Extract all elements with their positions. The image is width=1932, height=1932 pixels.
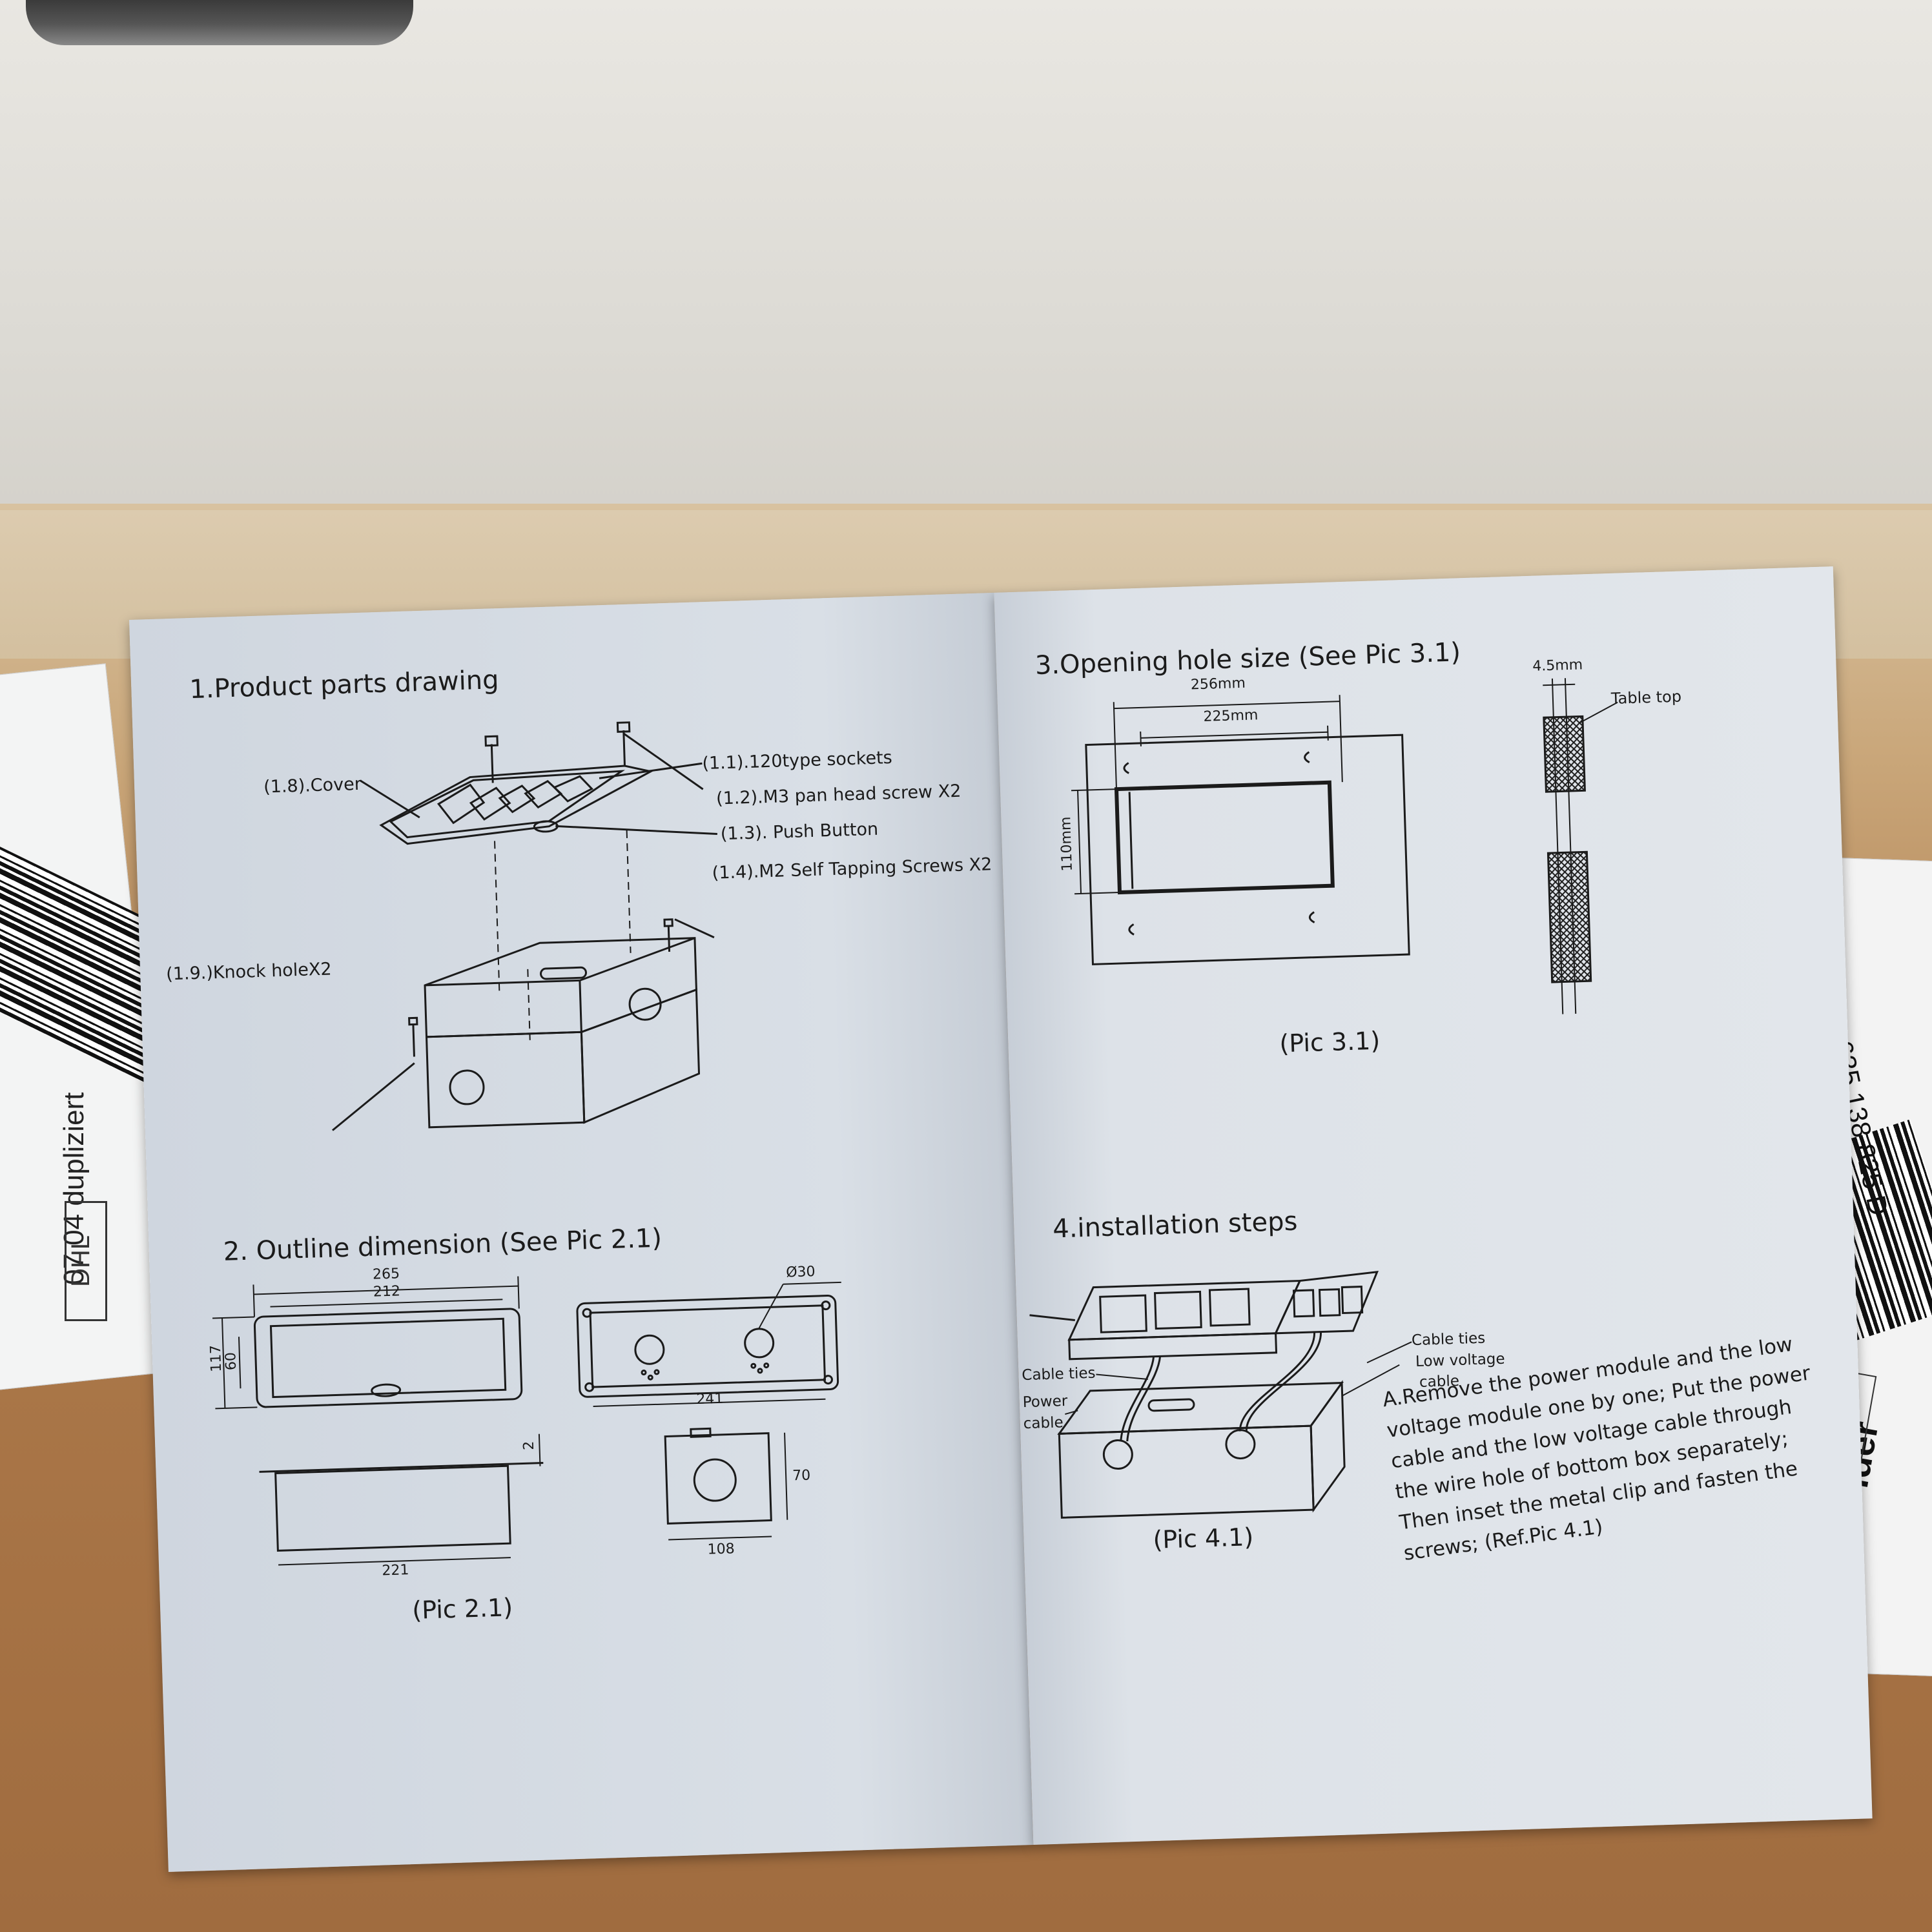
product-parts-drawing (332, 721, 717, 1131)
dim-108: 108 (707, 1541, 735, 1558)
dim-212: 212 (373, 1283, 401, 1300)
dim-117: 117 (207, 1344, 225, 1373)
dim-60: 60 (223, 1351, 240, 1371)
instruction-booklet: 1.Product parts drawing (129, 566, 1873, 1873)
dim-221: 221 (382, 1562, 409, 1579)
pic-2-1-caption: (Pic 2.1) (411, 1593, 513, 1625)
installation-drawing (1029, 1271, 1412, 1519)
cable-ties-left-label: Cable ties (1022, 1364, 1096, 1384)
power-cable-label-line2: cable (1023, 1414, 1064, 1433)
low-voltage-label-line1: Low voltage (1415, 1350, 1505, 1370)
pic-4-1-caption: (Pic 4.1) (1152, 1523, 1254, 1554)
dim-d30: Ø30 (785, 1264, 816, 1281)
cable-ties-right-label: Cable ties (1411, 1330, 1486, 1350)
label-left-dhl: DHL (65, 1201, 107, 1321)
outline-dimension-drawing (212, 1276, 841, 1566)
opening-hole-drawing (1071, 678, 1618, 1014)
laptop-corner (26, 0, 413, 45)
power-cable-label-line1: Power (1022, 1392, 1068, 1412)
dim-2: 2 (520, 1441, 538, 1451)
booklet-right-page: 3.Opening hole size (See Pic 3.1) (994, 566, 1873, 1845)
dim-265: 265 (372, 1266, 400, 1283)
booklet-left-page: 1.Product parts drawing (129, 592, 1034, 1873)
table-surface (0, 0, 1932, 568)
dim-241: 241 (695, 1390, 724, 1408)
dim-70: 70 (792, 1467, 811, 1485)
